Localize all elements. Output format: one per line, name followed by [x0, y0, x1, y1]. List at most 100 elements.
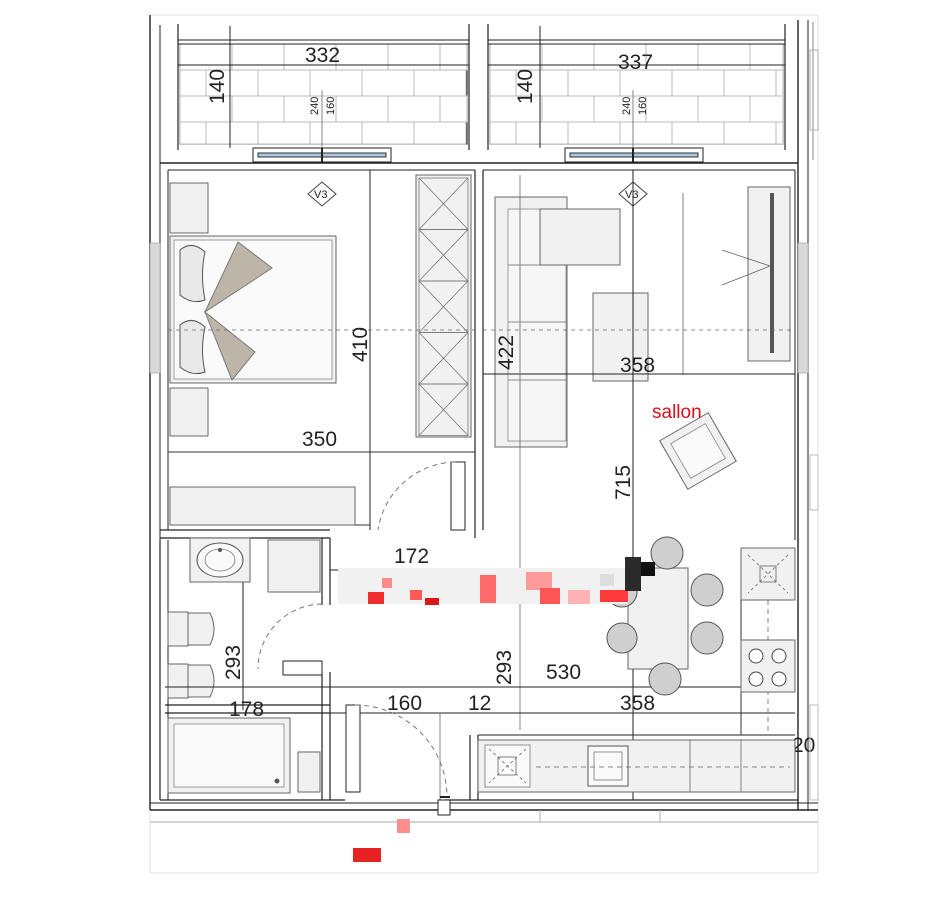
brick [489, 43, 543, 71]
brick [515, 121, 569, 145]
window-right [564, 147, 704, 163]
dining-area [606, 536, 724, 696]
brick [515, 69, 569, 97]
wall-12-label: 12 [468, 692, 491, 715]
entry-door-swing [354, 704, 448, 798]
brick [231, 95, 285, 123]
cooktop [740, 639, 796, 693]
brick [439, 95, 468, 123]
wardrobe-cross-line [418, 177, 469, 230]
brick [775, 69, 784, 97]
brick [179, 95, 233, 123]
hall-width-label: 172 [394, 545, 429, 568]
bedroom-depth-label: 410 [349, 327, 372, 362]
balcony-right-width-label: 337 [618, 51, 653, 74]
brick [361, 121, 415, 145]
wardrobe-cross-line [418, 383, 469, 436]
kitchen-counter [477, 739, 796, 793]
pillow-top [179, 245, 206, 303]
bedroom-door-swing [377, 461, 456, 531]
desk [169, 486, 356, 526]
wardrobe [415, 174, 472, 438]
balcony-left-depth-label: 140 [206, 69, 229, 104]
window-tag-left: V3 [307, 181, 337, 207]
tv-cabinet [747, 186, 791, 362]
wall-hatch-right [797, 242, 809, 374]
living-total-depth-label: 715 [612, 465, 635, 500]
chair-left-2 [606, 622, 638, 654]
brick [671, 121, 725, 145]
washing-machine [267, 539, 321, 593]
brick [309, 121, 363, 145]
brick [413, 69, 467, 97]
brick [413, 121, 467, 145]
balcony-left-width-label: 332 [305, 44, 340, 67]
sofa-chaise [539, 208, 621, 266]
blanket-fold-bottom [203, 310, 256, 381]
brick [257, 69, 311, 97]
balcony-right-window-160-label: 160 [637, 97, 649, 115]
brick [179, 69, 207, 97]
kitchen-depth-label: 293 [493, 650, 516, 685]
balcony-left [177, 39, 470, 145]
brick [541, 95, 595, 123]
brick [619, 121, 673, 145]
entry-width-label: 160 [387, 692, 422, 715]
brick [567, 69, 621, 97]
brick [723, 121, 777, 145]
sink-bowl [196, 542, 244, 578]
living-width-label: 358 [620, 354, 655, 377]
chair-bottom [648, 662, 682, 696]
brick [205, 121, 259, 145]
svg-text:V3: V3 [314, 189, 327, 201]
brick [309, 69, 363, 97]
kitchen-width-label: 530 [546, 661, 581, 684]
chair-right-2 [690, 621, 724, 655]
wall-hatch-left [149, 242, 161, 374]
brick [257, 121, 311, 145]
brick [541, 43, 595, 71]
brick [489, 69, 517, 97]
kitchen-20-label: 20 [792, 734, 815, 757]
wardrobe-cross-line [418, 332, 469, 385]
brick [749, 43, 784, 71]
brick [179, 43, 233, 71]
bathroom-door-swing [257, 603, 323, 670]
brick [645, 43, 699, 71]
toilet-tank [167, 663, 189, 699]
brick [671, 69, 725, 97]
living-depth-label: 422 [495, 335, 518, 370]
nightstand-bottom [169, 387, 209, 437]
chair-top [650, 536, 684, 570]
brick [619, 69, 673, 97]
bidet-tank [167, 611, 189, 647]
wardrobe-cross-line [418, 280, 469, 333]
chair-right-1 [690, 573, 724, 607]
redaction-marks [338, 557, 655, 862]
brick [335, 95, 389, 123]
coffee-table [592, 292, 649, 382]
balcony-left-window-160-label: 160 [325, 97, 337, 115]
armchair [659, 412, 737, 490]
brick [593, 43, 647, 71]
brick [439, 43, 468, 71]
bedroom [168, 170, 475, 531]
brick [645, 95, 699, 123]
brick [489, 121, 517, 145]
balcony-left-window-240-label: 240 [309, 97, 321, 115]
kitchen [477, 547, 796, 793]
toilet [187, 664, 215, 698]
brick [205, 69, 259, 97]
bath-width-label: 178 [229, 698, 264, 721]
entry-door-leaf [345, 704, 361, 793]
svg-text:V3: V3 [625, 189, 638, 201]
bedroom-width-label: 350 [302, 428, 337, 451]
brick [723, 69, 777, 97]
living-room-label: sallon [652, 402, 702, 423]
brick [283, 95, 337, 123]
brick [775, 121, 784, 145]
bathroom [165, 537, 330, 794]
brick [387, 43, 441, 71]
brick [567, 121, 621, 145]
nightstand-top [169, 182, 209, 234]
